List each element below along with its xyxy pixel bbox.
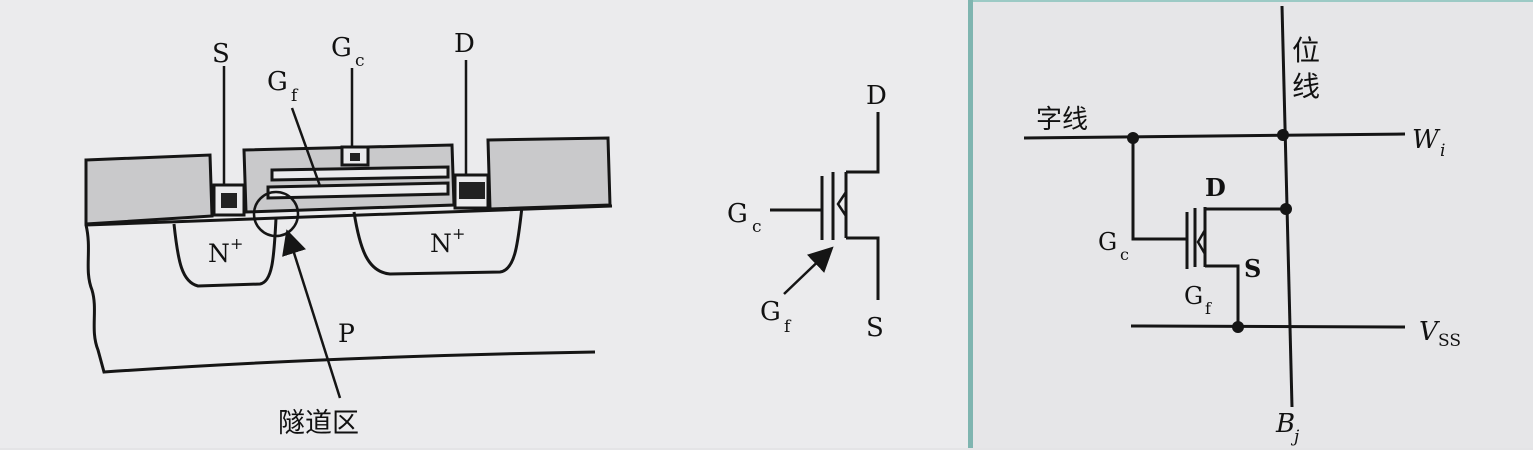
symbol-control-gate-label: G xyxy=(727,199,748,229)
bit-signal-sub: j xyxy=(1290,427,1300,447)
floating-gate-plate xyxy=(266,181,450,200)
bit-line-label-2: 线 xyxy=(1292,70,1320,103)
n-plus-left-well xyxy=(172,217,278,288)
junction-word-gate xyxy=(1127,132,1139,144)
floating-gate-label-sub: f xyxy=(291,86,299,106)
n-plus-left-label: N xyxy=(208,239,230,268)
bit-signal-label: B xyxy=(1275,409,1295,439)
cross-section-and-symbol: S G c G f D N + N + P 隧道区 xyxy=(84,29,887,439)
vss-line-wire xyxy=(1130,324,1406,329)
drain-contact-fill xyxy=(459,182,485,199)
cell-floating-gate-sub: f xyxy=(1205,299,1212,318)
right-panel: 位 线 字线 W i V SS B j D S G c G f xyxy=(973,0,1533,448)
symbol-control-gate-sub: c xyxy=(752,217,762,237)
symbol-channel-kink xyxy=(836,191,848,217)
memory-cell-circuit: 位 线 字线 W i V SS B j D S G c G f xyxy=(1023,5,1461,447)
cell-floating-gate-label: G xyxy=(1184,282,1203,310)
symbol-floating-gate-label: G xyxy=(760,297,781,327)
floating-gate-pointer xyxy=(290,107,322,187)
word-signal-label: W xyxy=(1412,125,1441,155)
junction-source-vss xyxy=(1232,321,1244,333)
gate-drop-wire xyxy=(1131,138,1187,241)
cell-control-gate-sub: c xyxy=(1120,245,1129,264)
symbol-drain-lead xyxy=(846,112,880,174)
junction-word-bit xyxy=(1277,129,1289,141)
mos-cross-section: S G c G f D N + N + P 隧道区 xyxy=(84,29,613,439)
source-contact-fill xyxy=(221,193,237,208)
symbol-drain-label: D xyxy=(866,81,887,111)
panel-divider xyxy=(968,0,973,448)
left-panel: S G c G f D N + N + P 隧道区 xyxy=(84,29,887,439)
cell-drain-label: D xyxy=(1205,173,1226,202)
n-plus-right-well xyxy=(352,206,524,276)
control-gate-contact-fill xyxy=(350,153,360,161)
vss-label: V xyxy=(1419,317,1440,347)
drain-label: D xyxy=(454,29,475,59)
junction-drain-bit xyxy=(1280,203,1292,215)
vss-sub: SS xyxy=(1438,331,1461,351)
cell-channel-kink xyxy=(1196,229,1207,255)
symbol-floating-gate-sub: f xyxy=(784,317,792,337)
word-signal-sub: i xyxy=(1440,141,1445,161)
control-gate-label: G xyxy=(331,33,352,63)
floating-gate-label: G xyxy=(267,67,288,97)
substrate-label: P xyxy=(338,319,355,348)
tunnel-region-label: 隧道区 xyxy=(278,408,359,439)
left-field-oxide xyxy=(84,153,214,226)
n-plus-left-sup: + xyxy=(230,234,243,253)
symbol-source-lead xyxy=(846,236,880,300)
word-line-wire xyxy=(1023,132,1406,140)
bit-line-label-1: 位 xyxy=(1292,34,1320,67)
control-gate-label-sub: c xyxy=(355,51,365,71)
cell-source-wire xyxy=(1205,264,1240,327)
symbol-source-label: S xyxy=(866,313,884,343)
right-field-oxide xyxy=(486,136,612,211)
substrate-outline xyxy=(84,224,596,374)
control-gate-plate xyxy=(270,165,450,182)
source-label: S xyxy=(212,39,230,69)
word-line-label: 字线 xyxy=(1036,105,1088,135)
cell-control-gate-label: G xyxy=(1098,228,1117,256)
n-plus-right-sup: + xyxy=(452,224,465,243)
n-plus-right-label: N xyxy=(430,229,452,258)
floating-gate-transistor-symbol: D S G c G f xyxy=(727,81,887,343)
tunnel-region-pointer xyxy=(282,229,342,399)
cell-source-label: S xyxy=(1244,254,1261,283)
symbol-floating-gate-arrow xyxy=(783,246,834,295)
